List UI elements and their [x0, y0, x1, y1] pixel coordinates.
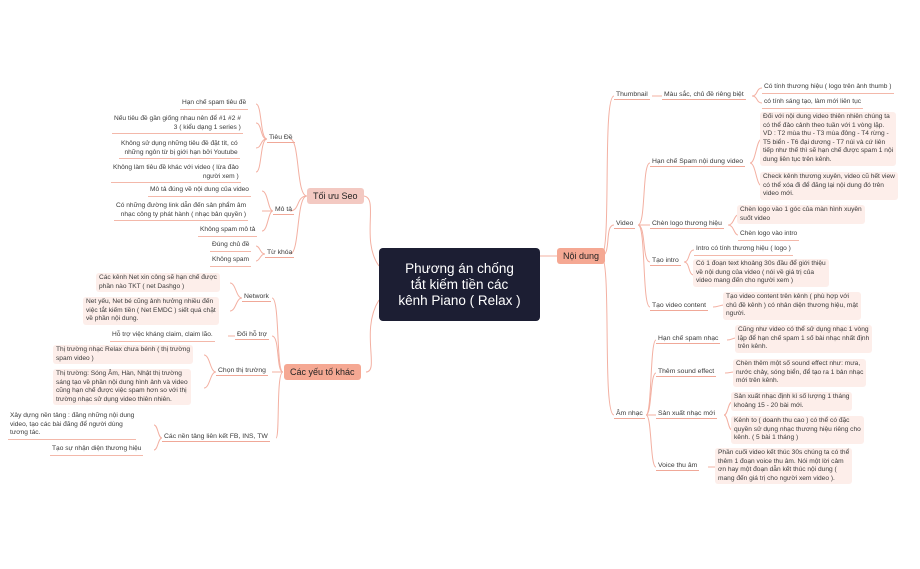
branch-cac-yeu-to-khac[interactable]: Các yếu tố khác [284, 364, 361, 380]
leaf-keyword-2[interactable]: Không spam [210, 255, 252, 267]
node-music-produce[interactable]: Sản xuất nhạc mới [656, 410, 717, 419]
leaf-thumbnail-brand[interactable]: Có tính thương hiệu ( logo trên ảnh thum… [762, 82, 894, 94]
node-seo-desc[interactable]: Mô tả [273, 206, 294, 215]
leaf-market-2[interactable]: Thị trường: Sóng Âm, Hàn, Nhật thị trườn… [53, 369, 191, 406]
leaf-music-produce-2[interactable]: Kênh to ( doanh thu cao ) có thể có đặc … [731, 416, 864, 444]
leaf-title-3[interactable]: Không sử dụng những tiêu đề đặt tít, có … [119, 139, 240, 160]
leaf-intro-2[interactable]: Có 1 đoạn text khoảng 30s đầu để giới th… [693, 259, 829, 287]
node-video[interactable]: Video [614, 220, 636, 229]
branch-toi-uu-seo[interactable]: Tối ưu Seo [307, 188, 364, 204]
leaf-title-1[interactable]: Hạn chế spam tiêu đề [180, 98, 249, 110]
node-video-intro[interactable]: Tạo intro [650, 257, 681, 266]
leaf-music-voice[interactable]: Phần cuối video kết thúc 30s chúng ta có… [715, 448, 853, 485]
leaf-title-4[interactable]: Không làm tiêu đề khác với video ( lừa đ… [111, 163, 241, 184]
leaf-platform-1[interactable]: Xây dựng nền tảng : đăng những nội dung … [8, 411, 137, 440]
node-music-spam[interactable]: Hạn chế spam nhạc [656, 335, 721, 344]
central-topic[interactable]: Phương án chống tắt kiếm tiền các kênh P… [379, 248, 540, 321]
leaf-market-1[interactable]: Thị trường nhạc Relax chưa bénh ( thị tr… [53, 345, 194, 365]
leaf-music-spam[interactable]: Cũng như video có thể sử dụng nhạc 1 vòn… [735, 325, 873, 353]
leaf-intro-1[interactable]: Intro có tính thương hiệu ( logo ) [694, 244, 793, 256]
node-video-spam[interactable]: Hạn chế Spam nội dung video [650, 158, 746, 167]
leaf-thumbnail-creative[interactable]: có tính sáng tạo, làm mới liên tục [762, 97, 864, 109]
leaf-video-content[interactable]: Tạo video content trên kênh ( phù hợp vớ… [723, 292, 861, 320]
node-thumbnail-color[interactable]: Màu sắc, chủ đề riêng biệt [662, 91, 746, 100]
leaf-music-produce-1[interactable]: Sản xuất nhạc định kì số lượng 1 tháng k… [731, 392, 853, 412]
leaf-keyword-1[interactable]: Đúng chủ đề [210, 240, 252, 252]
leaf-music-effect[interactable]: Chèn thêm một số sound effect như: mưa, … [733, 359, 867, 387]
leaf-network-1[interactable]: Các kênh Net xin công sẽ hạn chế được ph… [96, 273, 220, 293]
node-seo-title[interactable]: Tiêu Đề [267, 134, 295, 143]
leaf-title-2[interactable]: Nếu tiêu đề gần giống nhau nên để #1 #2 … [112, 114, 243, 135]
leaf-video-spam-1[interactable]: Đối với nội dung video thiên nhiên chúng… [760, 112, 897, 166]
node-video-logo[interactable]: Chèn logo thương hiệu [650, 220, 724, 229]
node-music-voice[interactable]: Voice thu âm [656, 462, 700, 471]
leaf-video-spam-2[interactable]: Check kênh thương xuyên, video cũ hết vi… [760, 172, 898, 200]
node-support[interactable]: Đối hỗ trợ [235, 331, 270, 340]
leaf-network-2[interactable]: Net yếu, Net bé cũng ảnh hưởng nhiều đến… [83, 297, 219, 325]
leaf-desc-2[interactable]: Có những đường link dẫn đến sản phẩm âm … [114, 201, 249, 222]
node-network[interactable]: Network [242, 293, 271, 302]
leaf-video-logo-1[interactable]: Chèn logo vào 1 góc của màn hình xuyên s… [737, 205, 865, 225]
leaf-support[interactable]: Hỗ trợ việc kháng claim, claim lão. [110, 330, 215, 342]
node-video-content[interactable]: Tạo video content [650, 302, 709, 311]
branch-noi-dung[interactable]: Nội dung [557, 248, 606, 264]
node-thumbnail[interactable]: Thumbnail [614, 91, 650, 100]
leaf-desc-3[interactable]: Không spam mô tả [198, 225, 258, 237]
leaf-platform-2[interactable]: Tạo sự nhận diện thương hiệu [50, 444, 144, 456]
leaf-video-logo-2[interactable]: Chèn logo vào intro [738, 229, 800, 241]
node-market[interactable]: Chọn thị trường [216, 367, 268, 376]
node-seo-keyword[interactable]: Từ khóa [265, 249, 295, 258]
node-platform[interactable]: Các nền tảng liên kết FB, INS, TW [162, 433, 270, 442]
node-music-effect[interactable]: Thêm sound effect [656, 368, 717, 377]
node-music[interactable]: Âm nhạc [614, 410, 645, 419]
leaf-desc-1[interactable]: Mô tả đúng về nội dung của video [148, 185, 251, 197]
